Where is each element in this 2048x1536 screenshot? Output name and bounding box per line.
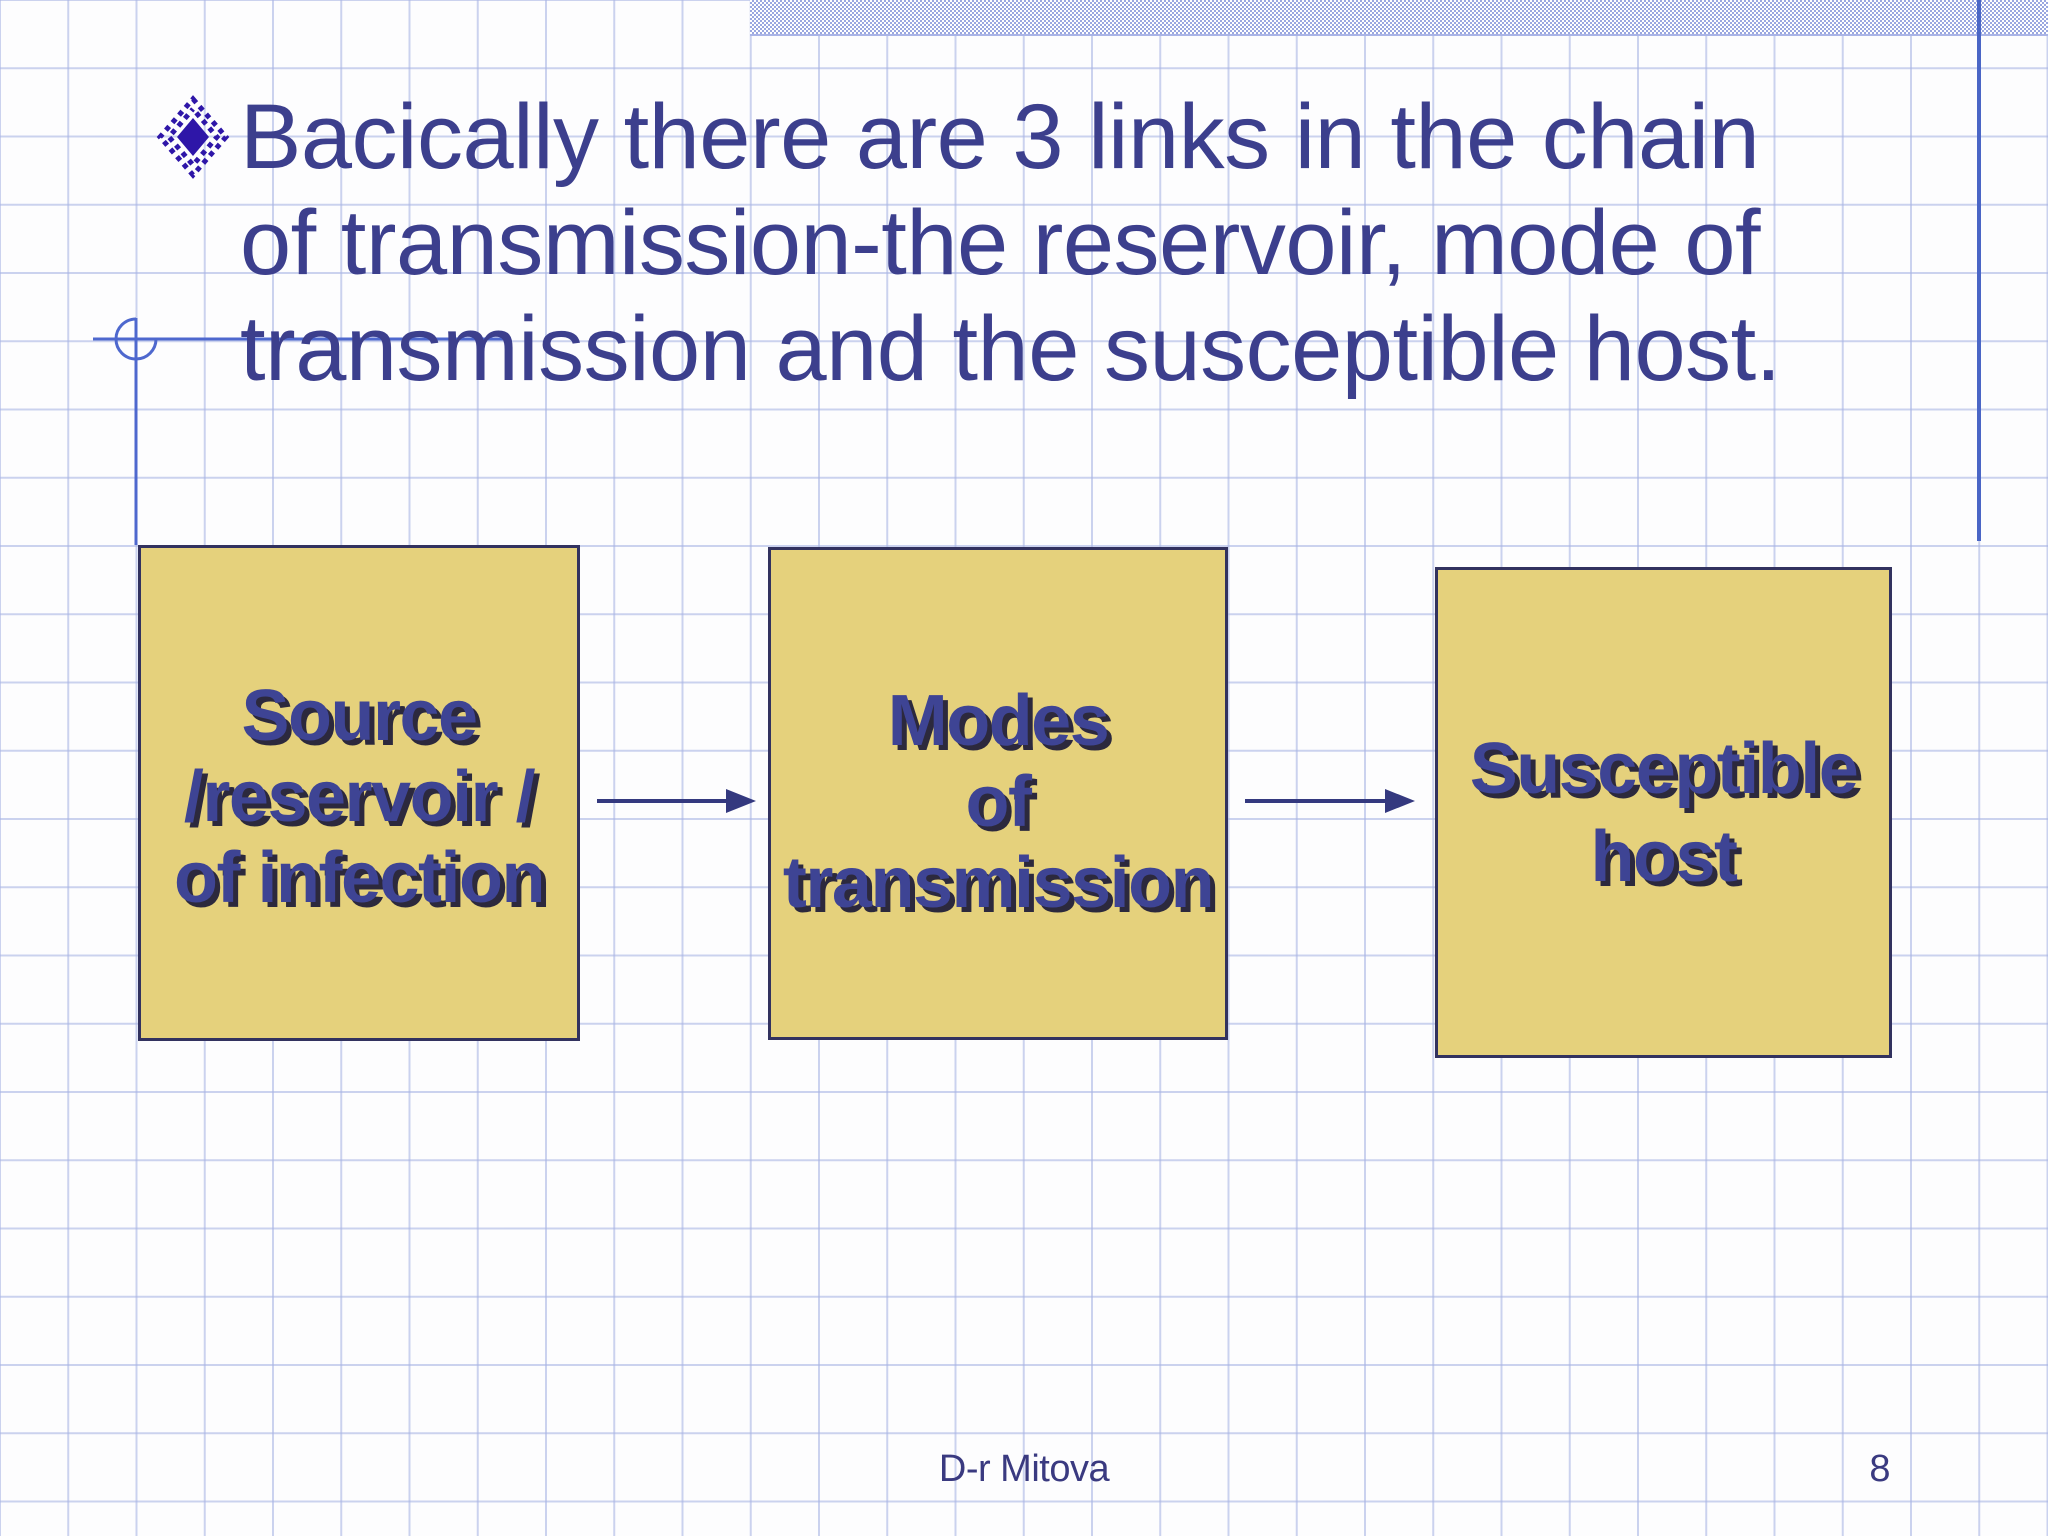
diamond-bullet-icon — [156, 95, 230, 179]
diagram-box-host: Susceptible host — [1435, 567, 1892, 1058]
footer-author: D-r Mitova — [938, 1448, 1110, 1490]
slide-title: Bacically there are 3 links in the chain… — [240, 84, 1940, 402]
title-line-1: Bacically there are 3 links in the chain — [240, 86, 1760, 188]
box-line: host — [1590, 816, 1738, 897]
arrow-source-to-modes — [597, 789, 756, 813]
diagram-box-modes: Modes of transmission — [768, 547, 1228, 1040]
box-line: of — [965, 762, 1032, 842]
diagram-box-source: Source /reservoir / of infection — [138, 545, 580, 1041]
box-line: transmission — [782, 843, 1215, 923]
box-line: /reservoir / — [183, 756, 536, 837]
box-line: Source — [241, 675, 478, 756]
top-dither-band — [750, 0, 2048, 36]
box-line: Susceptible — [1469, 728, 1859, 809]
page-number: 8 — [1869, 1448, 1891, 1490]
right-border-line — [1977, 0, 1981, 541]
box-line: of infection — [174, 837, 545, 918]
title-line-2: of transmission-the reservoir, mode of — [240, 192, 1761, 294]
arrow-modes-to-host — [1245, 789, 1415, 813]
title-line-3: transmission and the susceptible host. — [240, 298, 1781, 400]
box-line: Modes — [887, 681, 1110, 761]
